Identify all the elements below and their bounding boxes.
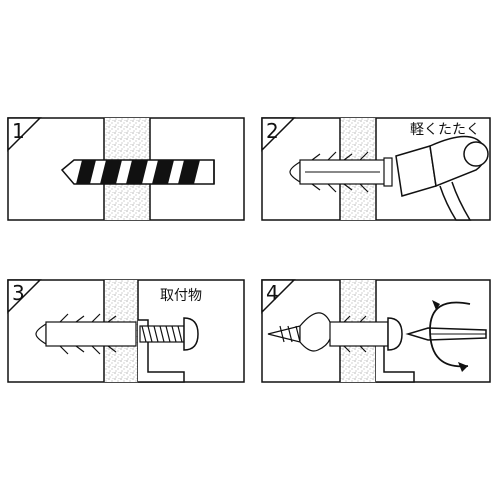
step-number: 4 <box>266 281 279 305</box>
hammer-icon <box>395 135 489 221</box>
number-tab <box>261 117 296 152</box>
step-2-panel: 2 軽くたたく <box>261 117 491 221</box>
step-3-panel: 3 取付物 <box>7 279 245 383</box>
step-number: 2 <box>266 119 279 143</box>
step-number: 3 <box>12 281 25 305</box>
rotate-arrow-icon <box>429 300 471 372</box>
number-tab <box>7 117 42 152</box>
fixture-label: 取付物 <box>160 288 202 304</box>
panel-frame <box>7 279 245 383</box>
wall-plug-anchor <box>289 151 393 193</box>
step-1-panel: 1 <box>7 117 245 221</box>
panel-frame <box>7 117 245 221</box>
tap-lightly-label: 軽くたたく <box>410 122 480 138</box>
screwdriver-icon <box>405 327 487 341</box>
panel-frame <box>261 117 491 221</box>
number-tab <box>261 279 296 314</box>
panel-frame <box>261 279 491 383</box>
screw-icon <box>139 317 199 351</box>
number-tab <box>7 279 42 314</box>
step-4-panel: 4 <box>261 279 491 383</box>
step-number: 1 <box>12 119 25 143</box>
drill-bit <box>60 159 215 185</box>
wall-plug-anchor <box>35 313 137 355</box>
expanded-anchor <box>267 312 403 353</box>
